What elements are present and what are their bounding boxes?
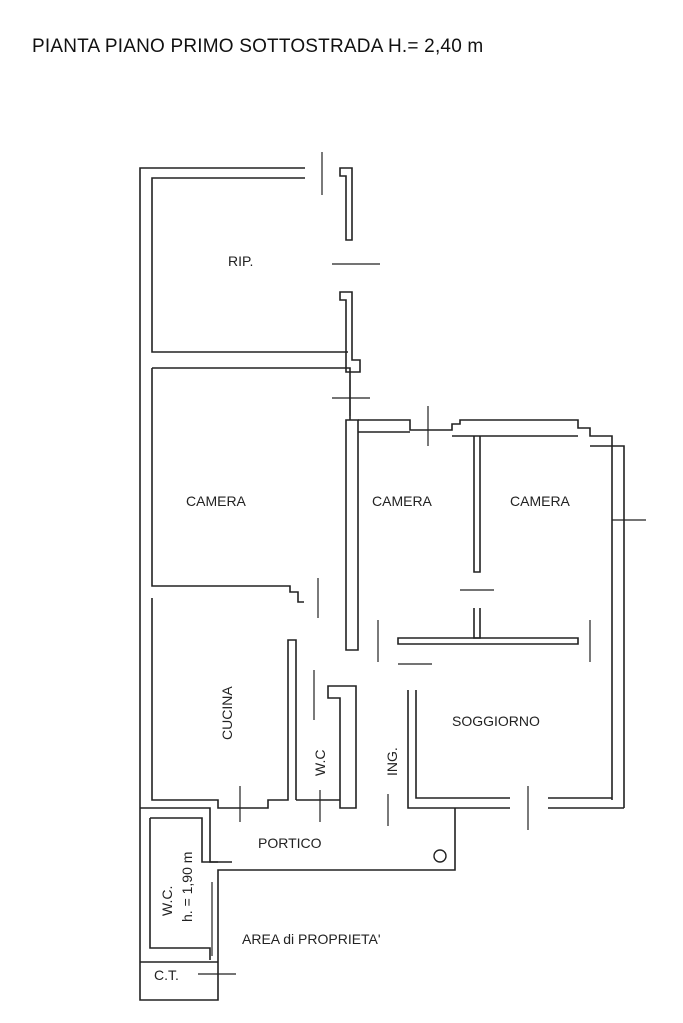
room-label-portico: PORTICO [258,835,322,851]
corridor-stub [473,608,481,639]
room-label-wc: W.C [312,750,328,776]
outer-inner-west-wall [151,177,348,353]
wc-wall [327,685,357,809]
room-label-ingresso: ING. [384,747,400,776]
rip-east-wall-top [339,167,353,241]
central-partition [345,419,359,651]
room-label-soggiorno: SOGGIORNO [452,713,540,729]
portico-column-icon [433,849,447,863]
small-wc-inner-wall [149,817,232,960]
outer-west-wall [139,167,456,1001]
plan-title: PIANTA PIANO PRIMO SOTTOSTRADA H.= 2,40 … [32,36,484,57]
room-label-camera-middle: CAMERA [372,493,433,509]
room-label-wc-small: W.C. [159,886,175,916]
room-label-camera-left: CAMERA [186,493,247,509]
rip-east-wall-bottom [339,291,361,373]
camera-left-wall [151,367,351,603]
bedroom-divider [473,436,481,573]
north-wall-bedrooms [358,419,613,800]
soggiorno-wall [407,690,624,809]
room-label-wc-small-height: h. = 1,90 m [179,852,195,922]
room-label-camera-right: CAMERA [510,493,571,509]
room-label-ct: C.T. [154,967,179,983]
room-label-area: AREA di PROPRIETA' [242,931,381,947]
cucina-wall [151,598,297,809]
north-inner-wall-bedrooms [358,431,625,808]
room-label-cucina: CUCINA [219,686,235,740]
room-label-rip: RIP. [228,253,253,269]
corridor-wall [397,637,579,645]
